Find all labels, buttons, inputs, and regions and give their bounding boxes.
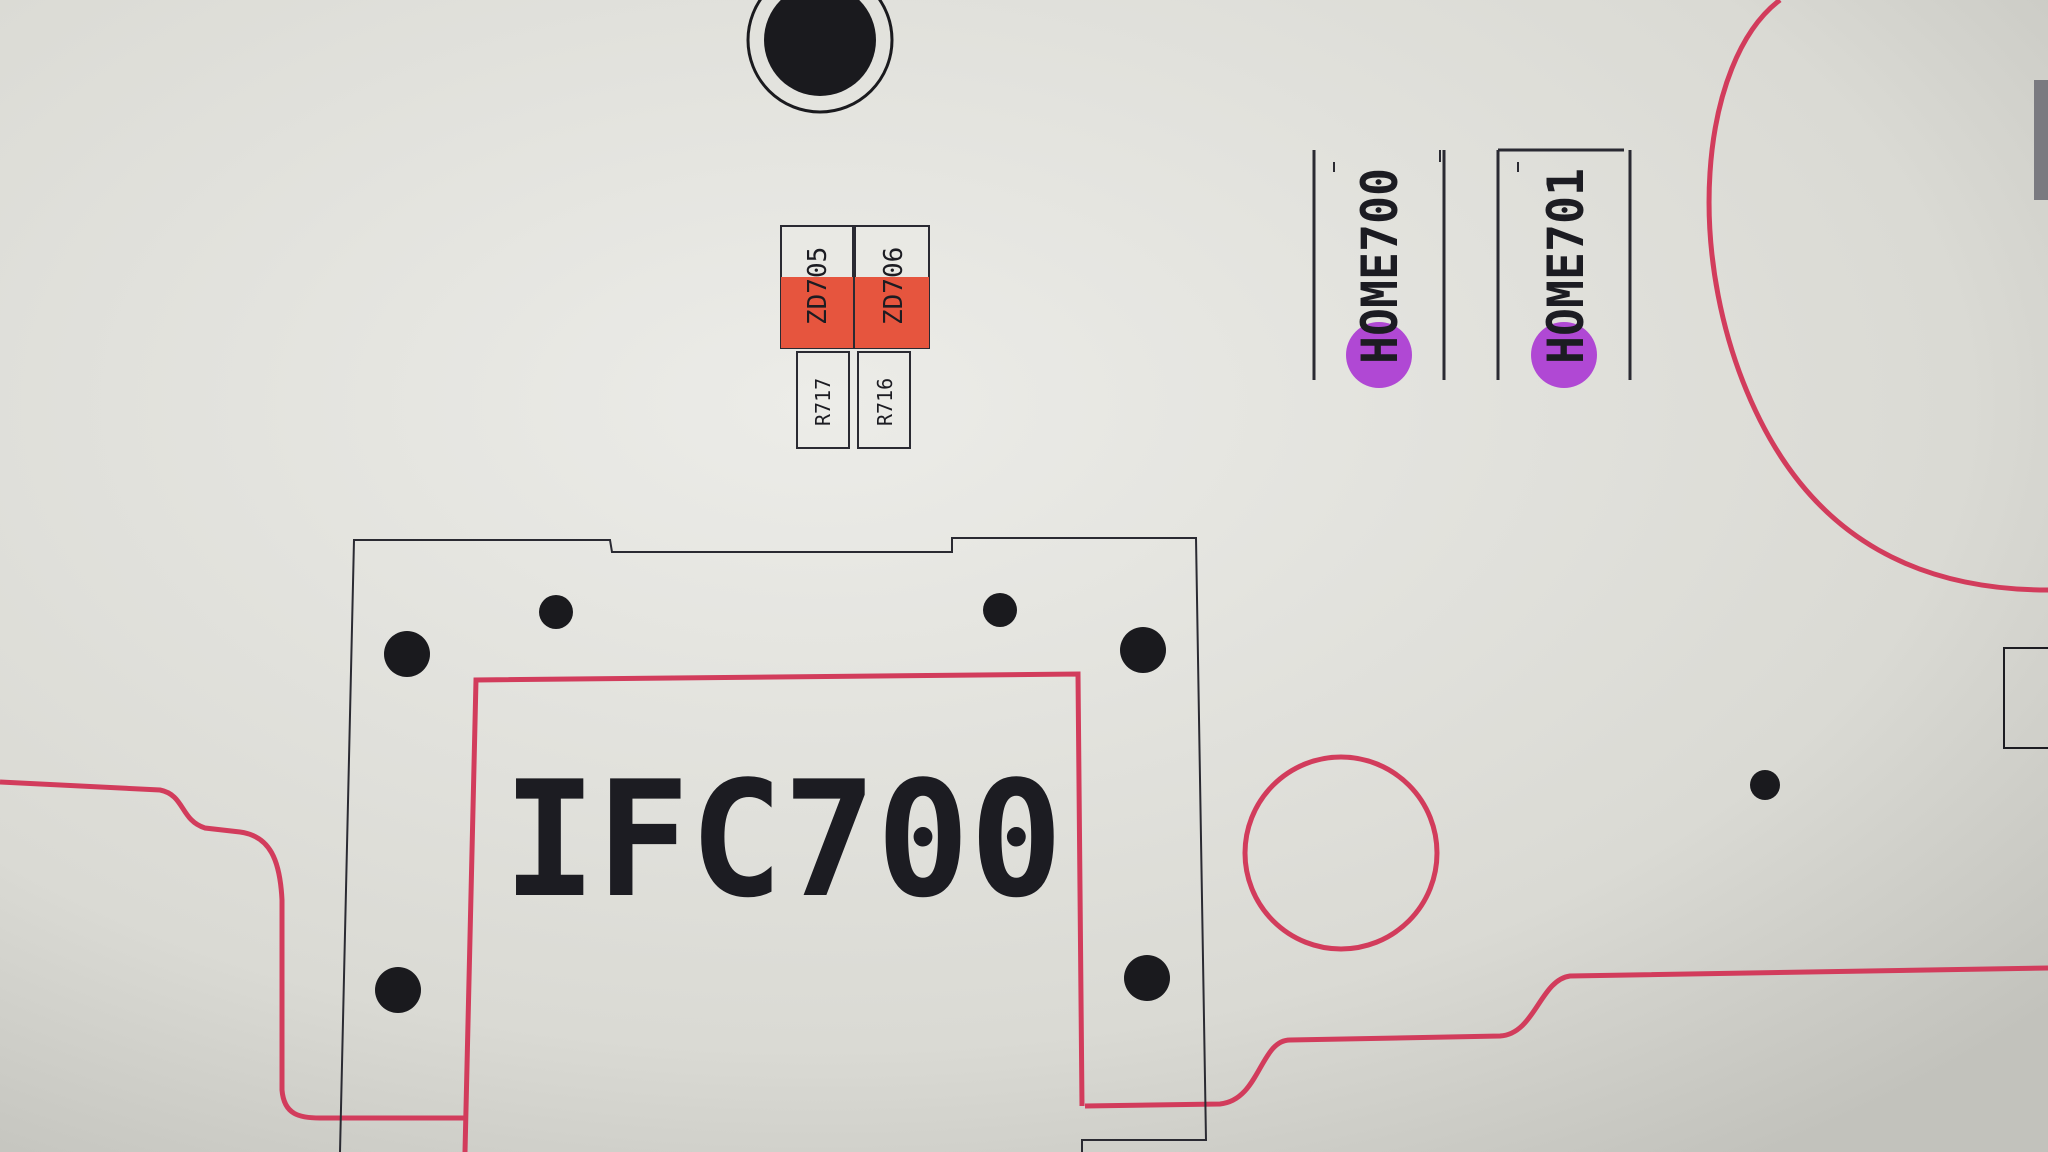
round-component-outline <box>1242 754 1440 952</box>
connector-keepout-outline <box>462 671 1085 1152</box>
resistor-ref-label: R717 <box>811 378 835 426</box>
pad <box>1124 955 1170 1001</box>
pad <box>539 595 573 629</box>
pad <box>1120 627 1166 673</box>
diode-ref-label: ZD705 <box>803 247 833 325</box>
pad <box>384 631 430 677</box>
pad <box>983 593 1017 627</box>
connector-pads <box>375 593 1170 1013</box>
diode-zd705[interactable]: ZD705 <box>780 225 854 349</box>
resistor-r717[interactable]: R717 <box>796 351 850 449</box>
board-outline-bottom <box>0 779 2048 1121</box>
diode-ref-label: ZD706 <box>879 247 909 325</box>
switch-ref-label: HOME701 <box>1537 168 1595 364</box>
test-point <box>1750 770 1780 800</box>
resistor-ref-label: R716 <box>873 378 897 426</box>
board-outline-arc <box>1706 0 2048 593</box>
pin1-marker <box>1346 322 1412 388</box>
pin1-marker <box>1531 322 1597 388</box>
pad <box>375 967 421 1013</box>
edge-shadow <box>2034 80 2048 200</box>
switch-home701[interactable]: HOME701 <box>1496 148 1632 388</box>
connector-label: IFC700 <box>503 746 1063 933</box>
diode-zd706[interactable]: ZD706 <box>854 225 930 349</box>
offscreen-component-outline <box>2003 647 2048 749</box>
connector-footprint-outline <box>339 537 1208 1152</box>
resistor-r716[interactable]: R716 <box>857 351 911 449</box>
mounting-hole-top <box>746 0 894 114</box>
switch-home700[interactable]: HOME700 <box>1312 150 1446 388</box>
switch-ref-label: HOME700 <box>1351 168 1409 364</box>
